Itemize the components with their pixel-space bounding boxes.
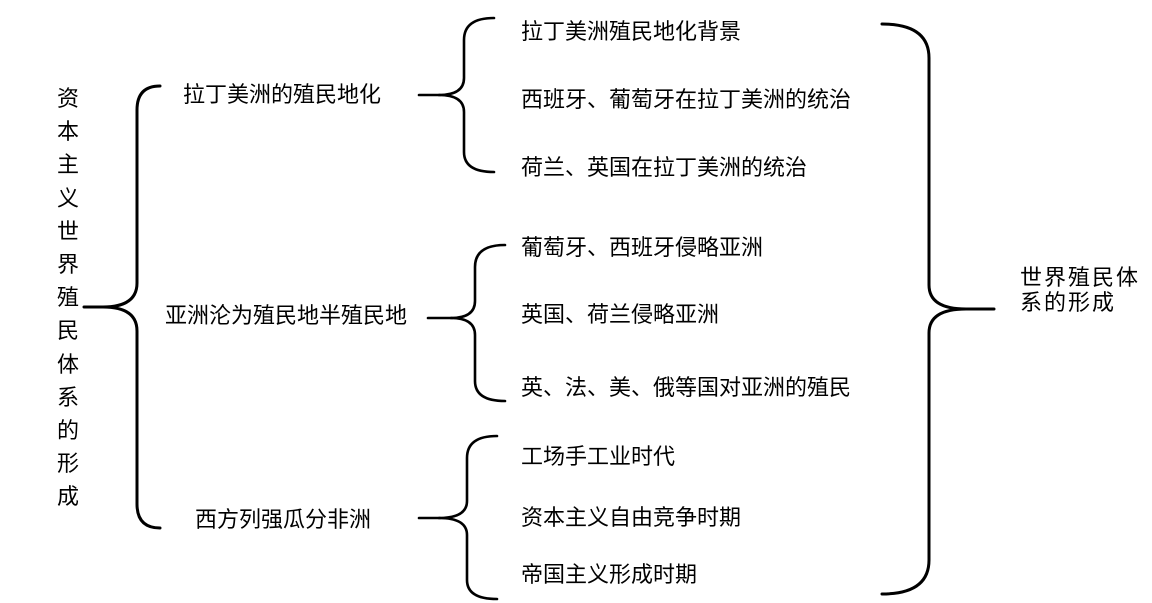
result-title: 世界殖民体 系的形成 xyxy=(1020,265,1140,315)
leaf-item: 英、法、美、俄等国对亚洲的殖民 xyxy=(521,375,852,400)
left-brace xyxy=(101,84,162,530)
branch-label-asia-colonies: 亚洲沦为殖民地半殖民地 xyxy=(165,303,408,328)
root-title: 资本主义世界殖民体系的形成 xyxy=(56,86,79,510)
leaf-item: 资本主义自由竞争时期 xyxy=(521,505,742,530)
leaf-item: 西班牙、葡萄牙在拉丁美洲的统治 xyxy=(521,87,852,112)
leaf-item: 帝国主义形成时期 xyxy=(521,562,698,587)
right-brace xyxy=(880,22,968,596)
result-title-line1: 世界殖民体 xyxy=(1020,265,1141,290)
branch-label-africa-partition: 西方列强瓜分非洲 xyxy=(195,507,372,532)
leaf-item: 拉丁美洲殖民地化背景 xyxy=(521,19,742,44)
result-title-line2: 系的形成 xyxy=(1020,290,1117,315)
branch2-brace xyxy=(449,243,507,403)
leaf-item: 葡萄牙、西班牙侵略亚洲 xyxy=(521,235,764,260)
branch3-brace xyxy=(437,434,499,601)
leaf-item: 荷兰、英国在拉丁美洲的统治 xyxy=(521,155,808,180)
leaf-item: 工场手工业时代 xyxy=(521,444,676,469)
leaf-item: 英国、荷兰侵略亚洲 xyxy=(521,302,720,327)
branch-label-latin-america-colonization: 拉丁美洲的殖民地化 xyxy=(183,82,382,107)
branch1-brace xyxy=(437,16,496,174)
